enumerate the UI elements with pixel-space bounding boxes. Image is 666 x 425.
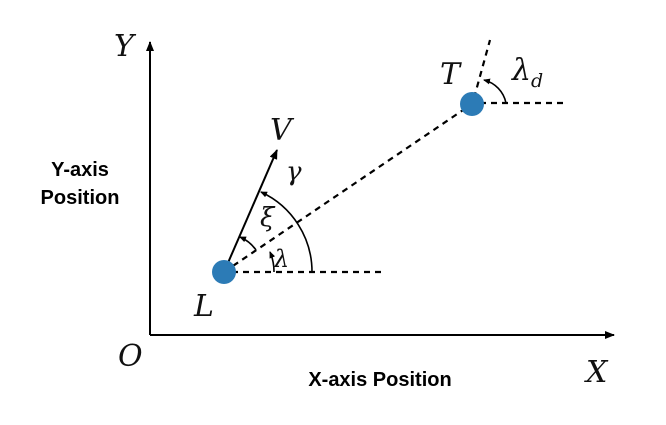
lambda-d-label: λd [511,53,543,92]
line-of-sight [223,103,473,273]
origin-symbol: O [118,339,143,374]
x-axis-label: X-axis Position [308,369,451,391]
velocity-label: V [270,113,295,148]
lambda-d-subscript: d [531,70,543,92]
x-axis-symbol: X [584,355,609,390]
xi-label: ξ [260,203,276,233]
y-axis-symbol: Y [114,29,137,64]
velocity-vector [223,149,278,273]
lambda-d-base: λ [511,53,531,88]
launcher-label: L [193,289,214,324]
gamma-arc [260,191,313,273]
lambda-arc [269,251,276,273]
y-axis-label-line1: Y-axis [51,159,109,181]
target-label: T [440,57,462,92]
lambda-label: λ [273,245,289,273]
gamma-label: γ [286,157,302,187]
launcher-point [212,260,236,284]
lambda-d-arc [483,78,507,104]
xi-arc [239,236,257,251]
target-point [460,92,484,116]
y-axis-label-line2: Position [41,187,120,209]
desired-direction-line [472,39,492,99]
